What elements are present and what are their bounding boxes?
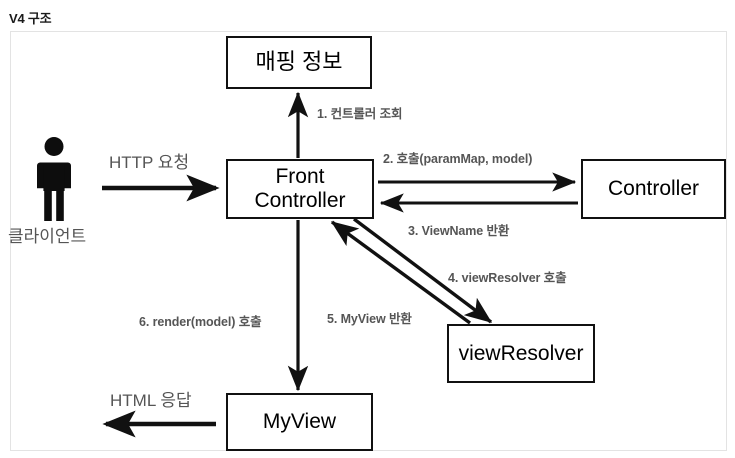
edge-label-step-1: 1. 컨트롤러 조회 <box>317 107 403 121</box>
person-icon <box>37 137 71 221</box>
node-mapping-info[interactable]: 매핑 정보 <box>226 36 372 89</box>
edge-label-step-3: 3. ViewName 반환 <box>408 224 510 238</box>
node-my-view[interactable]: MyView <box>226 393 373 451</box>
node-controller[interactable]: Controller <box>581 159 726 219</box>
edge-label-step-6: 6. render(model) 호출 <box>139 315 262 329</box>
label-http-request: HTTP 요청 <box>109 153 190 172</box>
edge-label-step-5: 5. MyView 반환 <box>327 312 412 326</box>
label-client: 클라이언트 <box>8 227 87 246</box>
node-front-controller[interactable]: Front Controller <box>226 159 374 219</box>
edge-label-step-4: 4. viewResolver 호출 <box>448 271 567 285</box>
node-view-resolver[interactable]: viewResolver <box>447 324 595 383</box>
label-http-response: HTML 응답 <box>110 391 192 410</box>
edge-label-step-2: 2. 호출(paramMap, model) <box>383 152 533 166</box>
page-title: V4 구조 <box>9 11 52 26</box>
